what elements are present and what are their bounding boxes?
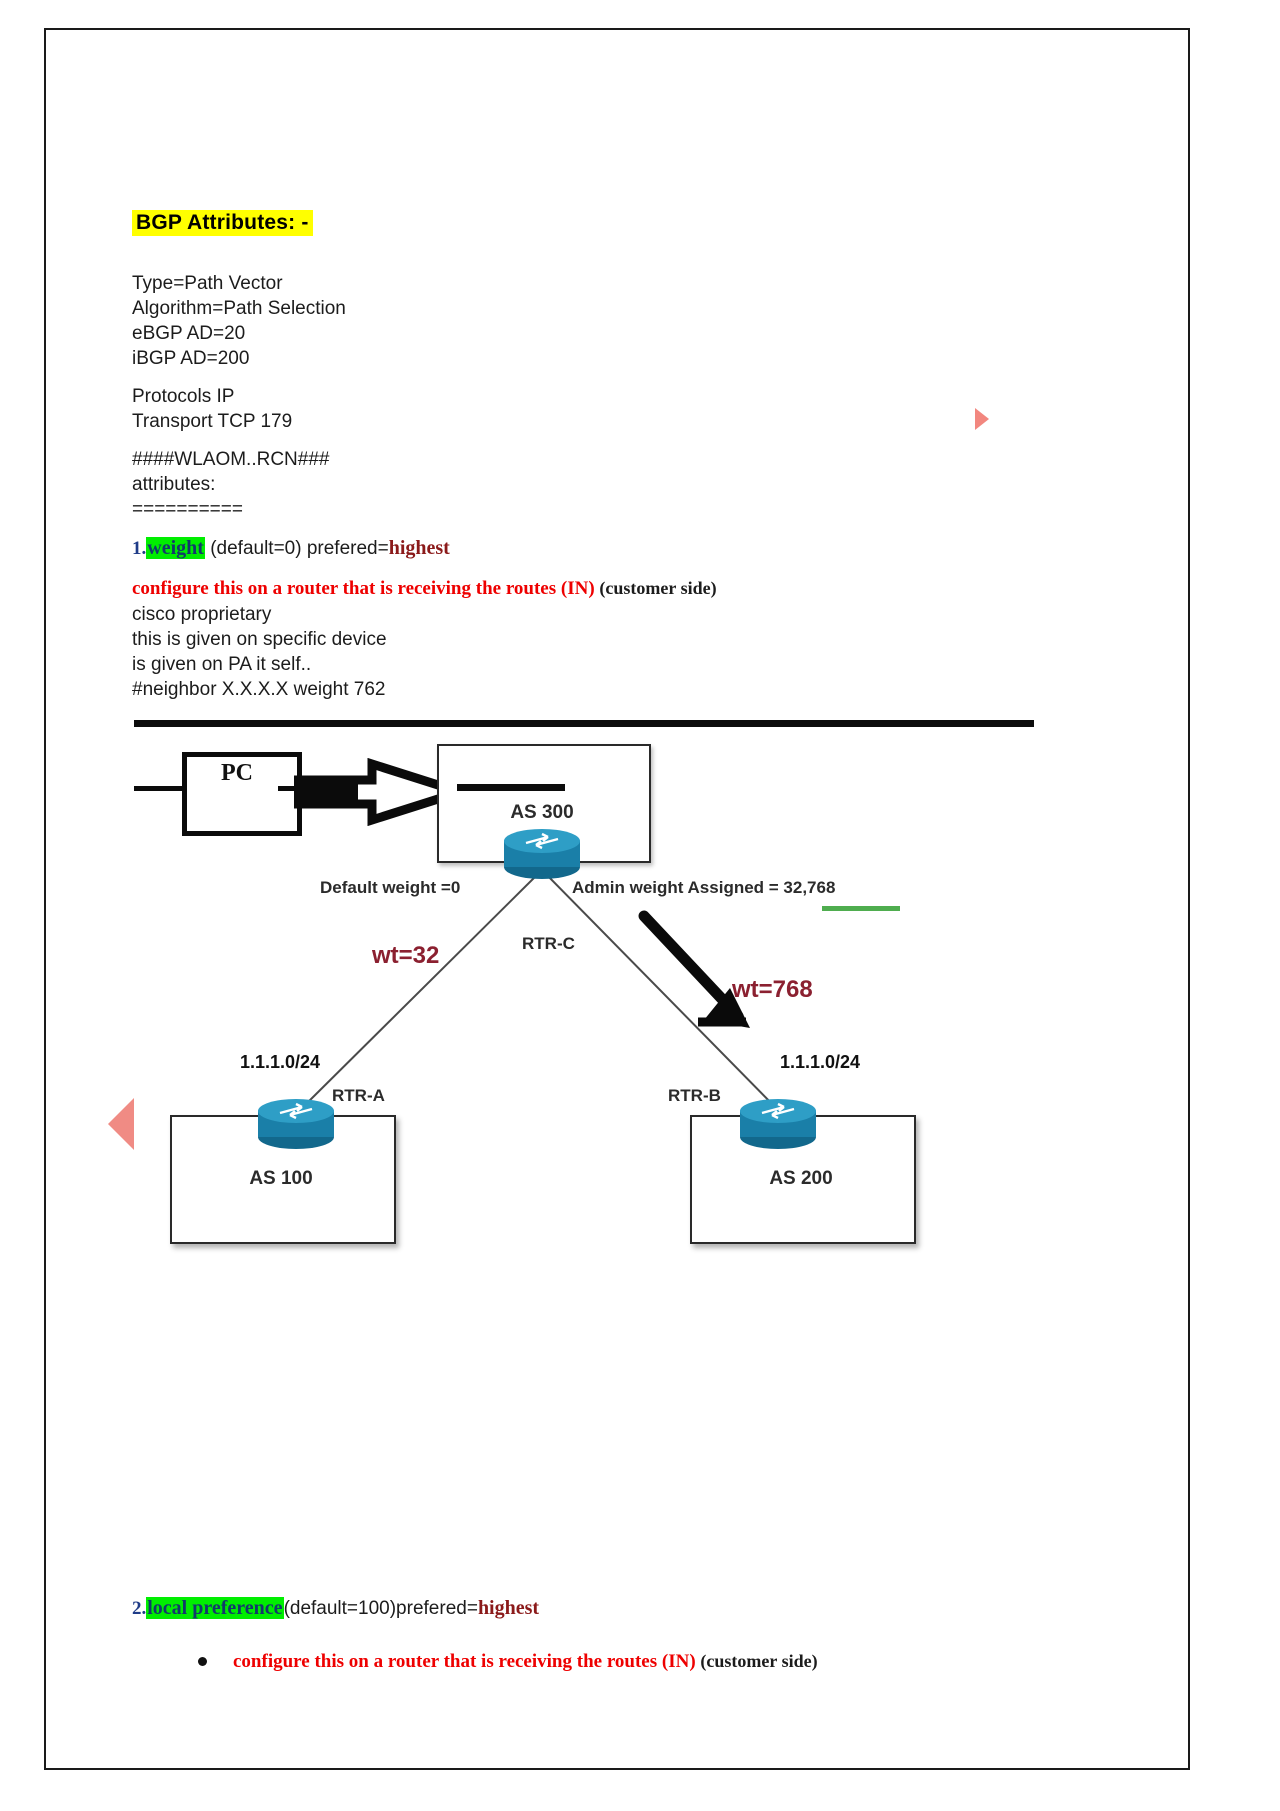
- page-marker-left-icon: [108, 1098, 134, 1150]
- page-marker-right-icon: [975, 408, 989, 430]
- attribute-2-name: local preference: [146, 1597, 284, 1619]
- spacer: [132, 522, 1112, 535]
- router-a-icon: [258, 1099, 334, 1149]
- weight-left-label: wt=32: [372, 942, 440, 969]
- bullet-icon: [198, 1657, 207, 1666]
- attribute-2-heading: 2.local preference(default=100)prefered=…: [132, 1595, 1132, 1622]
- spacer: [132, 562, 1112, 575]
- attribute-2-default: (default=100)prefered=: [283, 1598, 478, 1619]
- attribute-1-note-in: (IN): [560, 578, 595, 599]
- spacer: [132, 236, 1112, 258]
- info-block-attributes-header: ####WLAOM..RCN### attributes: ==========: [132, 449, 330, 520]
- spacer: [132, 258, 1112, 271]
- attribute-1-number: 1.: [132, 538, 147, 559]
- green-underline: [822, 906, 900, 911]
- document-content: BGP Attributes: - Type=Path Vector Algor…: [132, 210, 1112, 1360]
- attribute-2-preferred: highest: [477, 1597, 540, 1619]
- hand-drawn-arrow-icon: [638, 910, 750, 1028]
- spacer: [132, 434, 1112, 447]
- router-a-label: RTR-A: [332, 1086, 385, 1105]
- attribute-1-heading: 1.weight (default=0) prefered=highest: [132, 535, 1112, 562]
- attribute-2-bullet-text-wrap: configure this on a router that is recei…: [233, 1648, 818, 1675]
- router-c-icon: [504, 829, 580, 879]
- as100-label: AS 100: [249, 1168, 313, 1189]
- attribute-1-name: weight: [146, 537, 205, 559]
- router-b-label: RTR-B: [668, 1086, 721, 1105]
- pc-left-stub: [134, 786, 186, 791]
- flow-arrow-icon: [294, 758, 464, 826]
- attribute-2-number: 2.: [132, 1598, 147, 1619]
- topology-lines: [297, 869, 781, 1113]
- network-right-label: 1.1.1.0/24: [780, 1052, 861, 1072]
- info-block-protocols: Protocols IP Transport TCP 179: [132, 386, 293, 432]
- attribute-2-bullet-text: configure this on a router that is recei…: [233, 1651, 658, 1672]
- network-left-label: 1.1.1.0/24: [240, 1052, 321, 1072]
- router-b-icon: [740, 1099, 816, 1149]
- bgp-weight-topology-diagram: PC AS 300 AS 100 AS 200: [132, 720, 1112, 1360]
- attribute-1-note-side: (customer side): [599, 578, 717, 598]
- attribute-1-note: configure this on a router that is recei…: [132, 575, 1112, 602]
- router-c-label: RTR-C: [522, 934, 575, 953]
- page-title-wrap: BGP Attributes: -: [132, 210, 1112, 236]
- spacer: [132, 371, 1112, 384]
- attribute-2-bullet-item: configure this on a router that is recei…: [132, 1648, 1132, 1675]
- pc-label: PC: [221, 760, 253, 786]
- weight-right-label: wt=768: [732, 976, 813, 1003]
- horizontal-rule: [134, 720, 1034, 727]
- document-page: BGP Attributes: - Type=Path Vector Algor…: [44, 28, 1190, 1770]
- attribute-1-details: cisco proprietary this is given on speci…: [132, 604, 387, 700]
- page-title: BGP Attributes: -: [132, 210, 313, 236]
- as300-label: AS 300: [510, 802, 574, 823]
- as300-dash: [457, 784, 565, 791]
- as200-label: AS 200: [769, 1168, 833, 1189]
- attribute-1-preferred: highest: [388, 537, 450, 559]
- attribute-1-note-text: configure this on a router that is recei…: [132, 578, 557, 599]
- attribute-1-default: (default=0) prefered=: [210, 538, 389, 559]
- attribute-2-bullet-side: (customer side): [700, 1651, 818, 1671]
- default-weight-label: Default weight =0: [320, 878, 461, 897]
- admin-weight-label: Admin weight Assigned = 32,768: [572, 878, 836, 897]
- info-block-type: Type=Path Vector Algorithm=Path Selectio…: [132, 273, 346, 369]
- attribute-2-bullet-in: (IN): [661, 1651, 696, 1672]
- attribute-2-section: 2.local preference(default=100)prefered=…: [132, 1595, 1132, 1675]
- as100-box: [170, 1115, 396, 1244]
